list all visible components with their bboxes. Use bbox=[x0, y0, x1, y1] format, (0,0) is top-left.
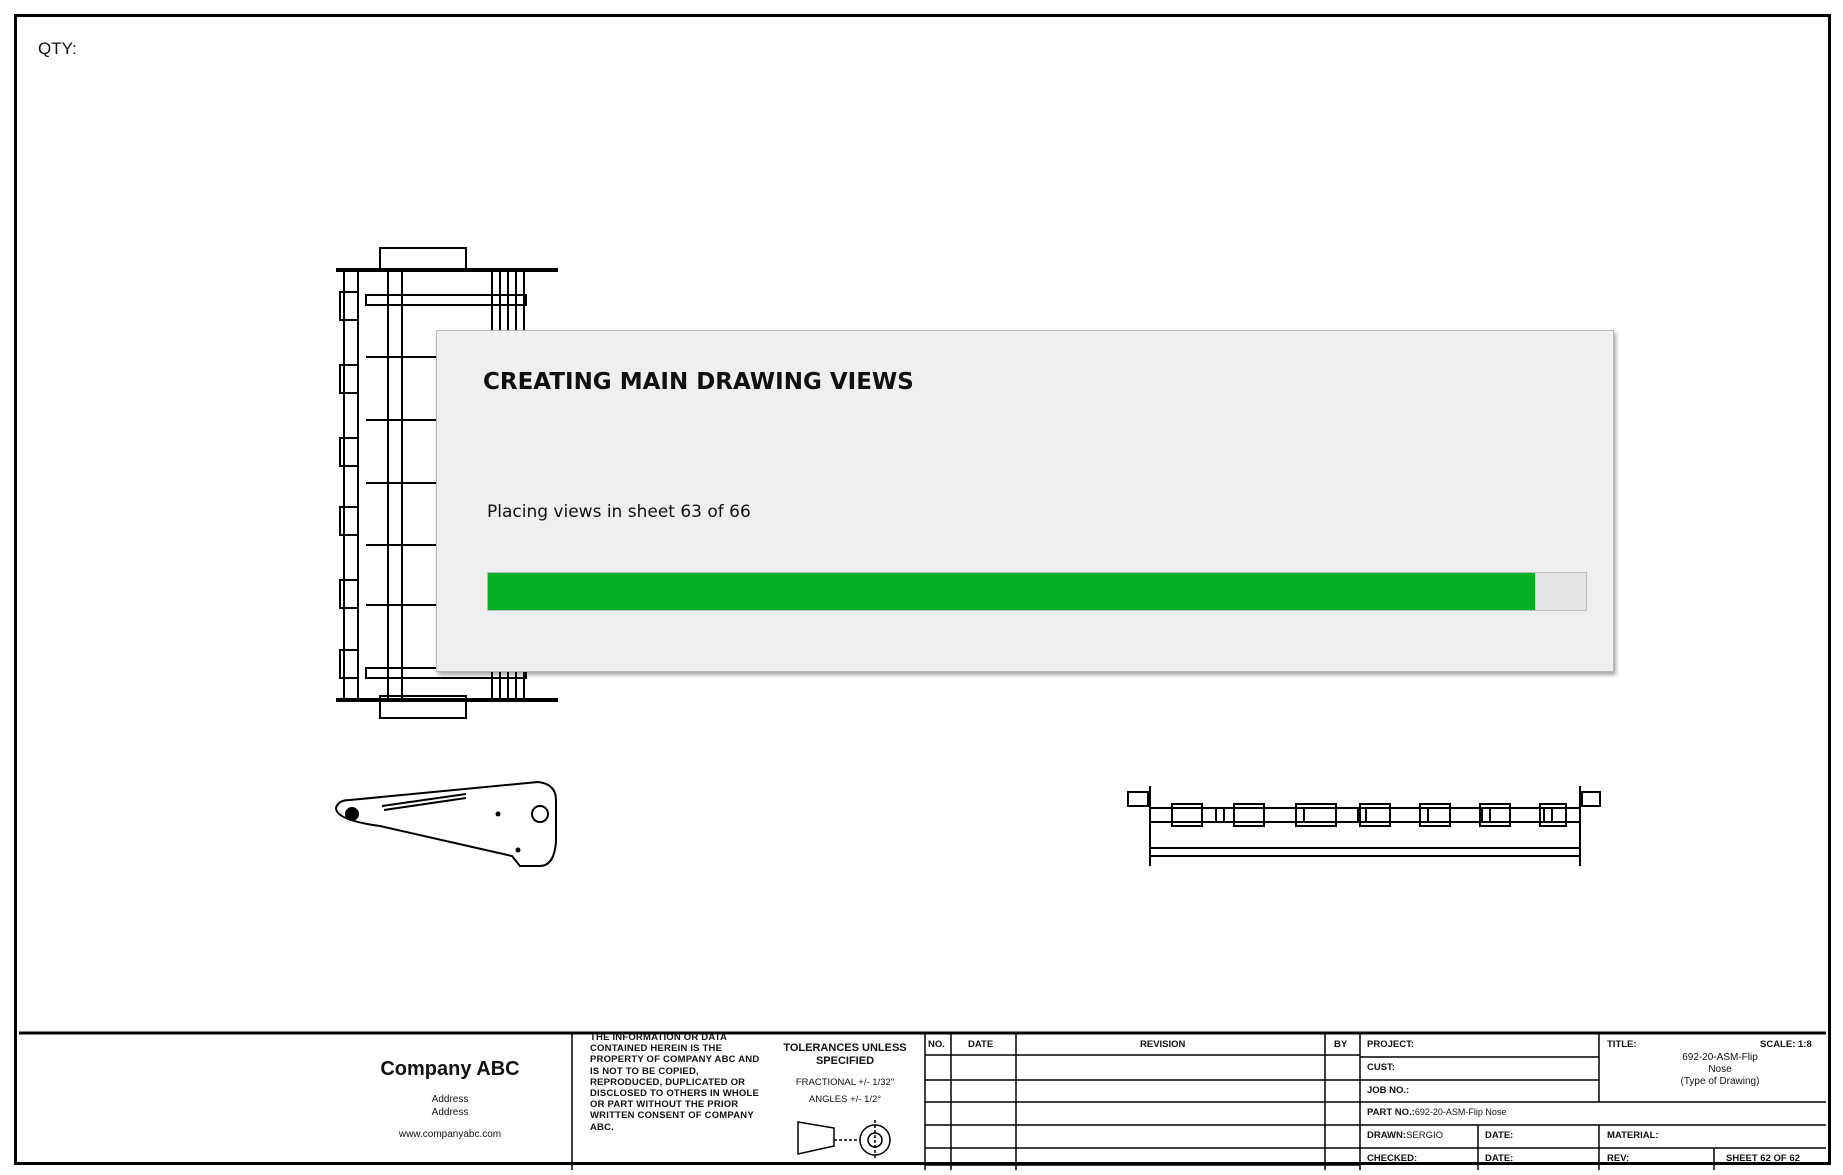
arm-side-view bbox=[334, 780, 557, 867]
angles-tolerance: ANGLES +/- 1/2° bbox=[808, 1094, 882, 1105]
material-label: MATERIAL: bbox=[1607, 1130, 1659, 1141]
drawn-label: DRAWN:SERGIO bbox=[1367, 1130, 1444, 1141]
part-no-value: 692-20-ASM-Flip Nose bbox=[1414, 1107, 1507, 1117]
title-value-line2: Nose bbox=[1708, 1064, 1732, 1075]
title-value-line1: 692-20-ASM-Flip bbox=[1682, 1052, 1758, 1063]
progress-bar-fill bbox=[488, 573, 1536, 610]
checked-date-label: DATE: bbox=[1485, 1153, 1514, 1164]
job-no-label: JOB NO.: bbox=[1367, 1085, 1410, 1096]
fractional-tolerance: FRACTIONAL +/- 1/32" bbox=[795, 1077, 895, 1088]
legal-notice: THE INFORMATION OR DATA CONTAINED HEREIN… bbox=[590, 1032, 760, 1133]
progress-bar bbox=[487, 572, 1587, 611]
tolerances-heading: TOLERANCES UNLESS SPECIFIED bbox=[783, 1042, 907, 1067]
rev-label: REV: bbox=[1607, 1153, 1630, 1164]
front-chain-view bbox=[1127, 786, 1601, 866]
dialog-status-text: Placing views in sheet 63 of 66 bbox=[487, 502, 751, 522]
checked-label: CHECKED: bbox=[1367, 1153, 1418, 1164]
scale-label: SCALE: 1:8 bbox=[1760, 1039, 1812, 1050]
company-info: Company ABC Address Address www.companya… bbox=[320, 1058, 580, 1140]
title-label: TITLE: bbox=[1607, 1039, 1637, 1050]
drawn-value: SERGIO bbox=[1406, 1130, 1444, 1141]
revision-header: REVISION bbox=[1140, 1039, 1186, 1050]
part-no-label: PART NO.:692-20-ASM-Flip Nose bbox=[1367, 1107, 1507, 1118]
rev-by-header: BY bbox=[1334, 1039, 1348, 1050]
company-name: Company ABC bbox=[380, 1058, 520, 1080]
sheet-number: SHEET 62 OF 62 bbox=[1726, 1153, 1800, 1164]
address-line-2: Address bbox=[431, 1107, 469, 1118]
drawn-date-label: DATE: bbox=[1485, 1130, 1514, 1141]
sheet-border bbox=[14, 14, 1831, 1165]
dialog-title: CREATING MAIN DRAWING VIEWS bbox=[483, 369, 914, 395]
title-block-grid bbox=[19, 1031, 1826, 1170]
cust-label: CUST: bbox=[1367, 1062, 1395, 1073]
rev-date-header: DATE bbox=[968, 1039, 994, 1050]
address-line-1: Address bbox=[431, 1094, 469, 1105]
rev-no-header: NO. bbox=[928, 1039, 945, 1050]
company-website: www.companyabc.com bbox=[398, 1129, 502, 1140]
qty-label: QTY: bbox=[38, 39, 77, 58]
title-value-line3: (Type of Drawing) bbox=[1680, 1076, 1760, 1087]
tolerances-block: TOLERANCES UNLESS SPECIFIED FRACTIONAL +… bbox=[775, 1042, 915, 1106]
projection-symbol-icon bbox=[797, 1120, 891, 1160]
progress-dialog: CREATING MAIN DRAWING VIEWS Placing view… bbox=[436, 330, 1614, 672]
project-label: PROJECT: bbox=[1367, 1039, 1414, 1050]
